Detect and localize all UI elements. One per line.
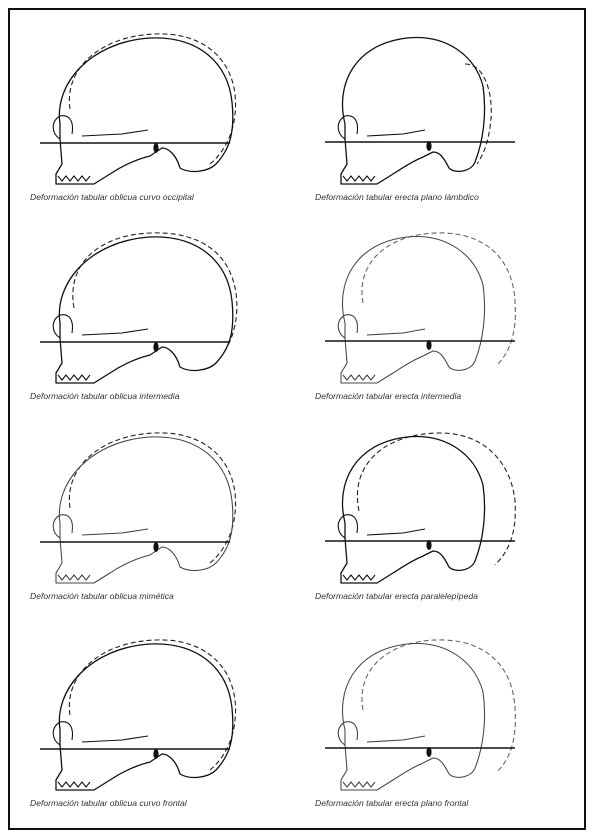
teeth [58, 575, 90, 580]
orbit [338, 116, 357, 139]
normal-skull-outline [362, 640, 515, 772]
ear-canal [153, 542, 158, 552]
orbit [338, 722, 357, 745]
ear-canal [153, 342, 158, 352]
normal-skull-outline [362, 233, 515, 365]
teeth [343, 375, 375, 380]
teeth [58, 176, 90, 181]
skull-diagram [315, 423, 575, 593]
deformed-skull-outline [341, 38, 485, 184]
panel-erecta-paralelepipeda: Deformación tabular erecta paralelepíped… [315, 423, 575, 613]
panel-erecta-plano-frontal: Deformación tabular erecta plano frontal [315, 630, 575, 820]
deformed-skull-outline [341, 237, 485, 383]
panel-oblicua-intermedia: Deformación tabular oblicua intermedia [30, 223, 290, 413]
panel-caption: Deformación tabular erecta plano frontal [315, 798, 575, 808]
deformed-skull-outline [56, 644, 233, 790]
orbit [338, 515, 357, 538]
skull-diagram [30, 24, 290, 194]
normal-skull-outline [69, 640, 235, 770]
orbit [53, 515, 72, 538]
teeth [58, 375, 90, 380]
teeth [343, 782, 375, 787]
deformed-skull-outline [56, 38, 233, 184]
skull-diagram [315, 223, 575, 393]
normal-skull-outline [357, 433, 515, 565]
zygomatic-arch [367, 130, 425, 136]
zygomatic-arch [82, 329, 148, 335]
teeth [343, 176, 375, 181]
skull-diagram [30, 423, 290, 593]
normal-skull-outline [69, 433, 235, 563]
panel-oblicua-mimetica: Deformación tabular oblicua mimética [30, 423, 290, 613]
deformed-skull-outline [341, 437, 485, 583]
panel-caption: Deformación tabular oblicua mimética [30, 591, 290, 601]
panel-oblicua-curvo-frontal: Deformación tabular oblicua curvo fronta… [30, 630, 290, 820]
panel-erecta-intermedia: Deformación tabular erecta intermedia [315, 223, 575, 413]
panel-caption: Deformación tabular oblicua intermedia [30, 391, 290, 401]
teeth [58, 782, 90, 787]
panel-oblicua-curvo-occipital: Deformación tabular oblicua curvo occipi… [30, 24, 290, 214]
ear-canal [426, 340, 431, 350]
teeth [343, 575, 375, 580]
zygomatic-arch [367, 329, 425, 335]
normal-skull-outline [465, 64, 491, 164]
orbit [53, 315, 72, 338]
zygomatic-arch [82, 529, 148, 535]
ear-canal [426, 747, 431, 757]
ear-canal [426, 540, 431, 550]
ear-canal [153, 749, 158, 759]
zygomatic-arch [367, 736, 425, 742]
ear-canal [426, 141, 431, 151]
zygomatic-arch [367, 529, 425, 535]
orbit [53, 722, 72, 745]
panel-caption: Deformación tabular erecta intermedia [315, 391, 575, 401]
ear-canal [153, 143, 158, 153]
figure-frame: Deformación tabular oblicua curvo occipi… [8, 8, 586, 830]
skull-diagram [315, 630, 575, 800]
panel-caption: Deformación tabular erecta paralelepíped… [315, 591, 575, 601]
deformed-skull-outline [56, 237, 233, 383]
normal-skull-outline [69, 34, 235, 164]
deformed-skull-outline [56, 437, 233, 583]
orbit [53, 116, 72, 139]
deformed-skull-outline [341, 644, 485, 790]
zygomatic-arch [82, 736, 148, 742]
panel-caption: Deformación tabular erecta plano lámbdic… [315, 192, 575, 202]
panel-erecta-plano-lambdico: Deformación tabular erecta plano lámbdic… [315, 24, 575, 214]
skull-diagram [30, 223, 290, 393]
panel-caption: Deformación tabular oblicua curvo fronta… [30, 798, 290, 808]
skull-diagram [30, 630, 290, 800]
panel-caption: Deformación tabular oblicua curvo occipi… [30, 192, 290, 202]
zygomatic-arch [82, 130, 148, 136]
skull-diagram [315, 24, 575, 194]
orbit [338, 315, 357, 338]
